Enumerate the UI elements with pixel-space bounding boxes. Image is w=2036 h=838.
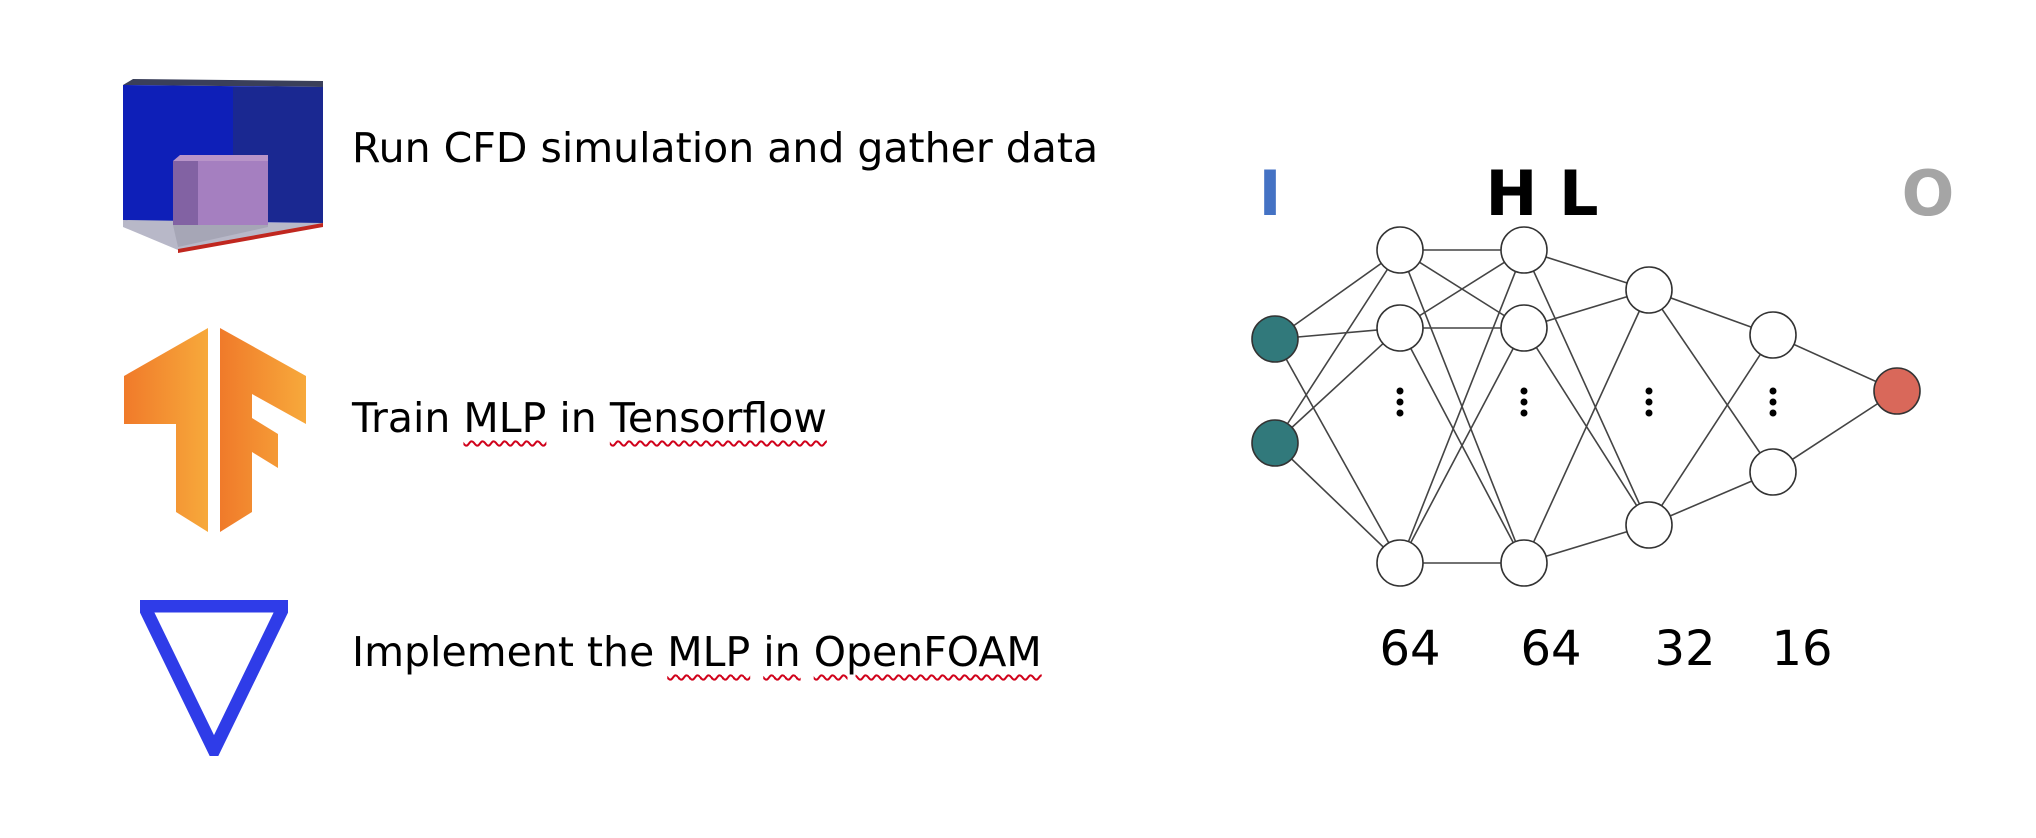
openfoam-logo-icon xyxy=(140,600,288,756)
edge-l3-0-1 xyxy=(1648,289,1774,473)
hidden-node-l2-0 xyxy=(1500,226,1548,274)
ellipsis-dot-l3-2 xyxy=(1645,409,1653,417)
input-node-l0-1 xyxy=(1251,419,1299,467)
input-node-l0-0 xyxy=(1251,315,1299,363)
ellipsis-dot-l3-0 xyxy=(1645,387,1653,395)
ellipsis-dot-l1-1 xyxy=(1396,398,1404,406)
hidden-node-l3-1 xyxy=(1625,501,1673,549)
edge-l0-0-0 xyxy=(1274,249,1401,340)
ellipsis-dots xyxy=(1396,387,1777,417)
ellipsis-dot-l1-0 xyxy=(1396,387,1404,395)
hidden-node-l1-1 xyxy=(1376,304,1424,352)
step-2-text: Train MLP in Tensorflow xyxy=(352,394,827,442)
edge-l1-2-1 xyxy=(1399,327,1525,564)
hidden-node-l3-0 xyxy=(1625,266,1673,314)
network-edges xyxy=(1274,249,1898,564)
output-node-l5-0 xyxy=(1873,367,1921,415)
layer-size-2: 64 xyxy=(1520,621,1581,677)
ellipsis-dot-l4-2 xyxy=(1769,409,1777,417)
edge-l0-0-2 xyxy=(1274,338,1401,564)
hidden-node-l2-1 xyxy=(1500,304,1548,352)
ellipsis-dot-l2-1 xyxy=(1520,398,1528,406)
hidden-node-l1-2 xyxy=(1376,539,1424,587)
output-layer-label: O xyxy=(1902,157,1955,230)
hidden-node-l4-1 xyxy=(1749,448,1797,496)
input-layer-label: I xyxy=(1258,157,1281,230)
ellipsis-dot-l2-2 xyxy=(1520,409,1528,417)
edge-l0-1-2 xyxy=(1274,442,1401,564)
edge-l4-1-0 xyxy=(1772,390,1898,473)
layer-size-1: 64 xyxy=(1379,621,1440,677)
tensorflow-logo-icon xyxy=(124,328,306,532)
step-3-text: Implement the MLP in OpenFOAM xyxy=(352,628,1042,676)
network-nodes xyxy=(1251,226,1921,587)
edge-l1-2-0 xyxy=(1399,249,1525,564)
ellipsis-dot-l4-1 xyxy=(1769,398,1777,406)
edge-l0-1-0 xyxy=(1274,249,1401,444)
ellipsis-dot-l1-2 xyxy=(1396,409,1404,417)
edge-l3-1-0 xyxy=(1648,334,1774,526)
step-1-text: Run CFD simulation and gather data xyxy=(352,124,1099,172)
hidden-layers-label: H L xyxy=(1486,157,1599,230)
ellipsis-dot-l2-0 xyxy=(1520,387,1528,395)
hidden-node-l1-0 xyxy=(1376,226,1424,274)
hidden-node-l2-2 xyxy=(1500,539,1548,587)
edge-l0-1-1 xyxy=(1274,327,1401,444)
edge-l2-2-0 xyxy=(1523,289,1650,564)
ellipsis-dot-l4-0 xyxy=(1769,387,1777,395)
cfd-cube-icon xyxy=(123,79,323,253)
ellipsis-dot-l3-1 xyxy=(1645,398,1653,406)
layer-size-3: 32 xyxy=(1654,621,1715,677)
layer-size-4: 16 xyxy=(1771,621,1832,677)
hidden-node-l4-0 xyxy=(1749,311,1797,359)
edge-l1-1-0 xyxy=(1399,249,1525,329)
edge-l2-0-1 xyxy=(1523,249,1650,526)
